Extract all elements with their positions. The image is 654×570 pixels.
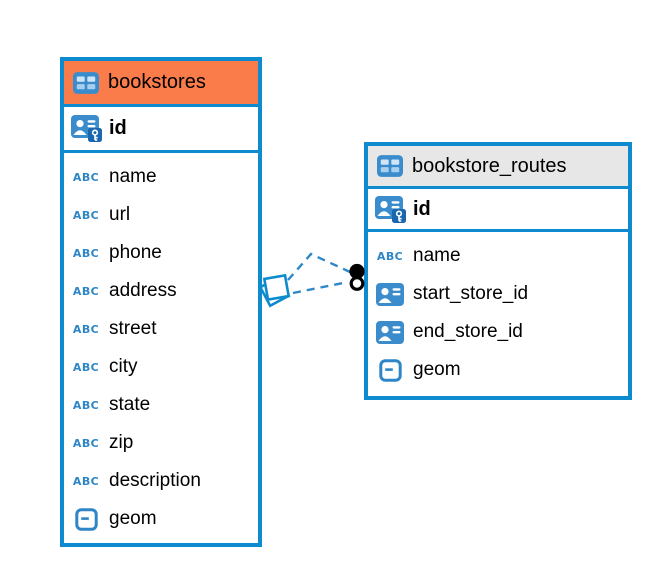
relationship-link[interactable] — [258, 252, 365, 308]
column-label: street — [109, 318, 157, 339]
geometry-type-icon — [375, 359, 405, 382]
column-row[interactable]: ABC name — [368, 237, 628, 275]
text-type-icon: ABC — [72, 284, 100, 298]
column-label: phone — [109, 242, 162, 263]
column-row[interactable]: end_store_id — [368, 313, 628, 351]
table-title: bookstore_routes — [412, 154, 567, 177]
text-type-icon: ABC — [72, 360, 100, 374]
diamond-marker-icon — [258, 273, 291, 308]
column-label: state — [109, 394, 151, 415]
column-list: ABC name start_store_id end_store_id ge — [368, 232, 628, 389]
relationship-line-bottom[interactable] — [292, 280, 349, 295]
column-row-pk[interactable]: id — [368, 189, 628, 232]
column-row[interactable]: start_store_id — [368, 275, 628, 313]
reference-type-icon — [375, 321, 405, 344]
text-type-icon: ABC — [72, 246, 100, 260]
column-label: geom — [109, 508, 157, 529]
column-row-pk[interactable]: id — [64, 107, 258, 153]
column-label: start_store_id — [413, 283, 529, 304]
column-label: id — [413, 197, 431, 220]
text-type-icon: ABC — [72, 322, 100, 336]
text-type-icon: ABC — [376, 249, 404, 263]
table-bookstores[interactable]: bookstores id ABC name ABC url ABC phone… — [60, 57, 262, 547]
table-bookstores-header[interactable]: bookstores — [64, 61, 258, 107]
filled-circle-marker-icon — [349, 263, 365, 291]
column-label: url — [109, 204, 131, 225]
column-row[interactable]: ABC phone — [64, 234, 258, 272]
column-label: description — [109, 470, 201, 491]
reference-type-icon — [375, 283, 405, 306]
table-title: bookstores — [108, 71, 206, 93]
text-type-icon: ABC — [72, 170, 100, 184]
column-row[interactable]: ABC description — [64, 462, 258, 500]
column-label: id — [109, 117, 127, 139]
geometry-type-icon — [71, 508, 101, 531]
text-type-icon: ABC — [72, 208, 100, 222]
table-icon — [377, 155, 403, 177]
column-row[interactable]: ABC street — [64, 310, 258, 348]
primary-key-icon — [71, 115, 102, 142]
table-bookstore-routes[interactable]: bookstore_routes id ABC name start_store… — [364, 142, 632, 400]
column-row[interactable]: ABC state — [64, 386, 258, 424]
text-type-icon: ABC — [72, 474, 100, 488]
column-label: geom — [413, 359, 461, 380]
column-row[interactable]: geom — [64, 500, 258, 538]
relationship-line-top[interactable] — [287, 252, 351, 281]
column-row[interactable]: ABC url — [64, 196, 258, 234]
column-list: ABC name ABC url ABC phone ABC address A… — [64, 153, 258, 538]
table-icon — [73, 72, 99, 94]
column-row[interactable]: ABC name — [64, 158, 258, 196]
column-row[interactable]: ABC address — [64, 272, 258, 310]
column-label: end_store_id — [413, 321, 523, 342]
column-label: zip — [109, 432, 134, 453]
column-label: city — [109, 356, 138, 377]
column-row[interactable]: geom — [368, 351, 628, 389]
text-type-icon: ABC — [72, 398, 100, 412]
text-type-icon: ABC — [72, 436, 100, 450]
primary-key-icon — [375, 196, 406, 223]
column-row[interactable]: ABC zip — [64, 424, 258, 462]
column-row[interactable]: ABC city — [64, 348, 258, 386]
table-bookstore-routes-header[interactable]: bookstore_routes — [368, 146, 628, 189]
column-label: name — [109, 166, 157, 187]
column-label: address — [109, 280, 177, 301]
column-label: name — [413, 245, 461, 266]
